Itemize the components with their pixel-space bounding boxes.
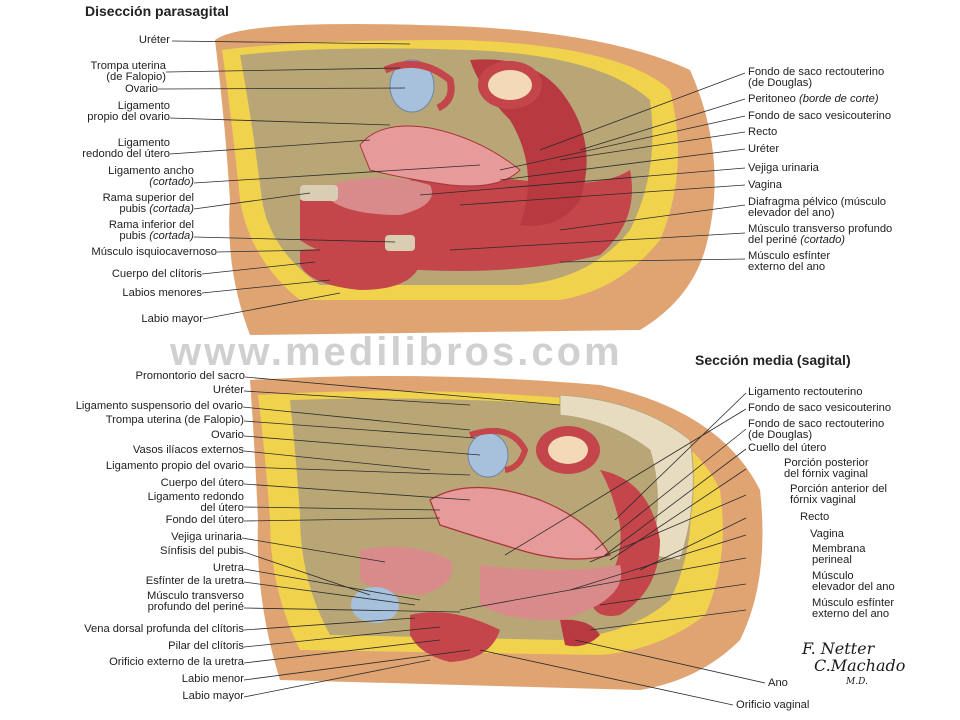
label-ischiocavernosus: Músculo isquiocavernoso [91, 246, 217, 258]
label-external-anal-sphincter: Músculo esfínter externo del ano [748, 250, 831, 273]
label-external-iliac-vessels: Vasos ilíacos externos [132, 444, 244, 456]
label-ovary: Ovario [125, 83, 158, 95]
rectum-inner [488, 70, 532, 100]
label-labium-majus: Labio mayor [141, 313, 203, 325]
labia-shape [300, 249, 420, 290]
label-clitoris-body: Cuerpo del clítoris [111, 268, 202, 280]
label-broad-ligament: Ligamento ancho(cortado) [108, 165, 194, 188]
label-suspensory-ligament: Ligamento suspensorio del ovario [75, 400, 243, 412]
bladder-shape [330, 177, 432, 215]
rectum-shape-b [590, 470, 660, 616]
label-pelvic-diaphragm: Diafragma pélvico (músculo elevador del … [748, 196, 887, 219]
top-panel-title: Disección parasagital [85, 3, 229, 19]
fallopian-tube-shape-b [469, 427, 529, 473]
label-inferior-pubic-ramus: Rama inferior del pubis (cortada) [108, 219, 194, 242]
watermark: www.medilibros.com [170, 330, 623, 374]
label-deep-dorsal-vein: Vena dorsal profunda del clítoris [84, 623, 244, 635]
ovary-shape-b [467, 432, 509, 478]
label-labia-minora: Labios menores [122, 287, 202, 299]
bladder-shape-b [360, 546, 452, 595]
label-round-ligament: Ligamento redondo del útero [82, 137, 170, 160]
label-ureter: Uréter [138, 34, 170, 46]
label-fallopian-tube-b: Trompa uterina (de Falopio) [105, 414, 244, 426]
label-rectum-b: Recto [800, 511, 830, 523]
median-section-illustration [241, 376, 766, 706]
label-ovary-b: Ovario [211, 429, 244, 441]
label-labium-minus-b: Labio menor [181, 673, 244, 685]
label-sacral-promontory: Promontorio del sacro [135, 370, 245, 382]
label-vesicouterine-pouch: Fondo de saco vesicouterino [748, 110, 892, 122]
label-rectum: Recto [748, 126, 778, 138]
label-peritoneum: Peritoneo (borde de corte) [748, 93, 879, 105]
label-levator-ani: Músculo elevador del ano [812, 570, 895, 593]
label-pubic-symphysis: Sínfisis del pubis [160, 545, 244, 557]
pubic-symphysis-shape [351, 587, 399, 623]
label-bladder: Vejiga urinaria [748, 162, 819, 174]
label-urethral-sphincter: Esfínter de la uretra [145, 575, 244, 587]
anus-shape [560, 619, 600, 647]
fallopian-tube-shape [383, 60, 455, 112]
pubis-bone-upper [300, 185, 338, 201]
label-urethra: Uretra [212, 562, 244, 574]
label-rectouterine-ligament: Ligamento rectouterino [748, 386, 863, 398]
label-external-urethral-orifice: Orificio externo de la uretra [109, 656, 244, 668]
label-posterior-fornix: Porción posterior del fórnix vaginal [784, 457, 869, 480]
parasagittal-dissection-panel: Disección parasagital Uréter Trompa uter… [0, 0, 960, 350]
label-vagina: Vagina [748, 179, 783, 191]
label-anus: Ano [768, 677, 788, 689]
label-labium-majus-b: Labio mayor [182, 690, 244, 702]
label-vagina-b: Vagina [810, 528, 845, 540]
label-bladder-b: Vejiga urinaria [171, 531, 242, 543]
uterus-shape [359, 125, 521, 187]
artist-signature: F. Netter C.Machado M.D. [802, 639, 906, 687]
label-rectouterine-pouch: Fondo de saco rectouterino (de Douglas) [748, 66, 885, 89]
pubis-bone-lower [385, 235, 415, 251]
uterus-shape-b [429, 487, 611, 560]
label-deep-transverse-perineal: Músculo transverso profundo del periné (… [748, 223, 893, 246]
sacrum-shape [559, 394, 694, 561]
label-rectouterine-pouch-b: Fondo de saco rectouterino (de Douglas) [748, 418, 885, 441]
label-ureter-b: Uréter [212, 384, 244, 396]
median-section-panel: Sección media (sagital) Promontorio del … [0, 350, 960, 720]
label-round-ligament-b: Ligamento redondo del útero [147, 491, 244, 514]
label-superior-pubic-ramus: Rama superior del pubis (cortada) [102, 192, 194, 215]
label-cervix: Cuello del útero [748, 442, 827, 454]
labia-shape-b [410, 612, 500, 662]
label-anterior-fornix: Porción anterior del fórnix vaginal [790, 483, 888, 506]
colon-loop-inner [548, 436, 588, 464]
parasagittal-illustration [157, 24, 746, 335]
bottom-panel-title: Sección media (sagital) [695, 352, 851, 368]
label-ureter-right: Uréter [748, 143, 780, 155]
label-external-anal-sphincter-b: Músculo esfínter externo del ano [812, 597, 895, 620]
label-perineal-membrane: Membrana perineal [812, 543, 866, 566]
label-ovarian-ligament: Ligamento propio del ovario [87, 100, 170, 123]
ovary-shape [389, 59, 435, 113]
label-fallopian-tube: Trompa uterina (de Falopio) [90, 60, 166, 83]
label-clitoral-crus: Pilar del clítoris [168, 640, 244, 652]
label-deep-transverse-perineal-b: Músculo transverso profundo del periné [147, 590, 244, 613]
vagina-shape-b [480, 565, 622, 621]
label-ovarian-ligament-b: Ligamento propio del ovario [105, 460, 244, 472]
label-uterine-body: Cuerpo del útero [160, 477, 244, 489]
label-vaginal-orifice: Orificio vaginal [736, 699, 810, 711]
label-vesicouterine-pouch-b: Fondo de saco vesicouterino [748, 402, 892, 414]
label-uterine-fundus: Fondo del útero [165, 514, 244, 526]
